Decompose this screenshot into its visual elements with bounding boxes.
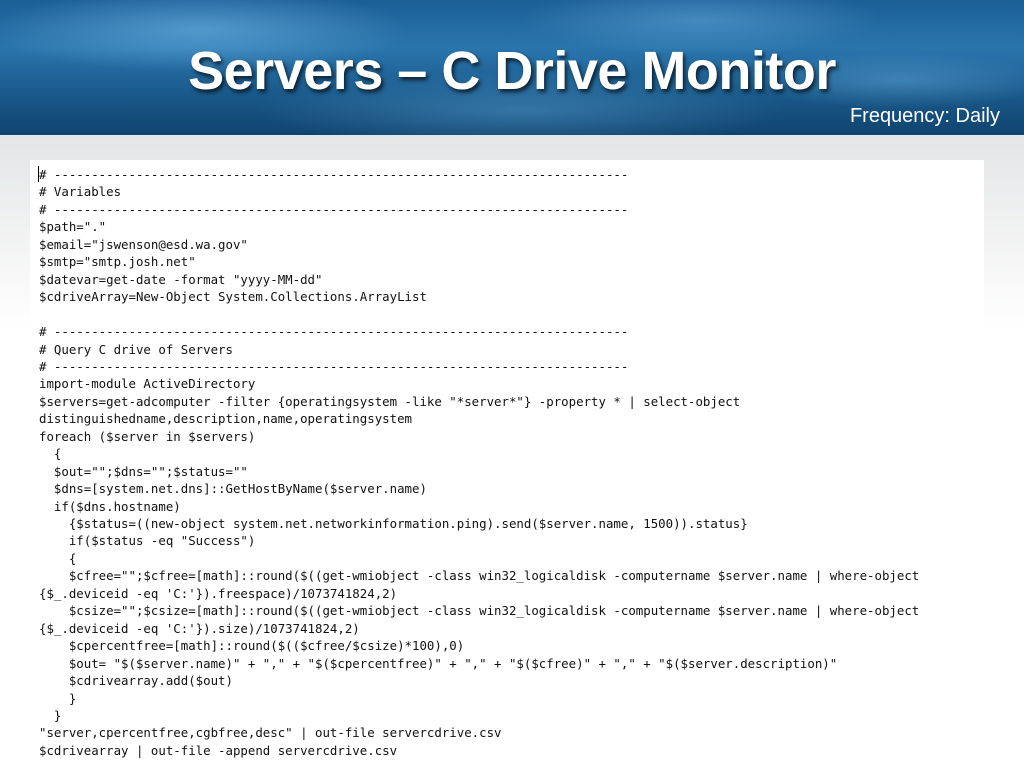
code-line: import-module ActiveDirectory [39,376,256,392]
code-line: $cdriveArray=New-Object System.Collectio… [39,289,427,305]
code-line: if($status -eq "Success") [39,533,256,549]
code-line: $out= "$($server.name)" + "," + "$($cper… [39,655,838,671]
slide-title: Servers – C Drive Monitor [188,41,836,101]
code-line: $datevar=get-date -format "yyyy-MM-dd" [39,271,323,287]
code-line: if($dns.hostname) [39,498,181,514]
code-line: {$_.deviceid -eq 'C:'}).size)/1073741824… [39,620,360,636]
code-line: $servers=get-adcomputer -filter {operati… [39,393,741,409]
code-screenshot: # --------------------------------------… [30,160,984,768]
code-line: $email="jswenson@esd.wa.gov" [39,236,248,252]
code-line: { [39,550,77,566]
text-cursor [38,166,39,182]
code-line: # --------------------------------------… [39,324,629,340]
code-line: $out="";$dns="";$status="" [39,463,248,479]
code-line: $smtp="smtp.josh.net" [39,254,196,270]
code-line: # --------------------------------------… [39,167,629,182]
code-line: $cfree="";$cfree=[math]::round($((get-wm… [39,568,920,584]
code-line: {$status=((new-object system.net.network… [39,516,748,531]
code-line: { [39,446,62,462]
code-line: $cdrivearray | out-file -append servercd… [39,742,398,758]
code-line: # Query C drive of Servers [39,341,233,357]
code-line: $path="." [39,219,107,235]
code-line: # --------------------------------------… [39,201,629,217]
code-line: } [39,690,77,706]
code-line: foreach ($server in $servers) [39,428,256,444]
code-line: $cdrivearray.add($out) [39,673,233,689]
code-line: "server,cpercentfree,cgbfree,desc" | out… [39,725,502,741]
code-line: } [39,707,62,723]
code-line: $csize="";$csize=[math]::round($((get-wm… [39,603,920,619]
code-line: $cpercentfree=[math]::round($(($cfree/$c… [39,638,465,654]
frequency-label: Frequency: Daily [849,105,1000,127]
code-line: # --------------------------------------… [39,358,629,374]
slide-header: Servers – C Drive Monitor Frequency: Dai… [0,0,1024,138]
code-line: $dns=[system.net.dns]::GetHostByName($se… [39,481,427,497]
code-line: # Variables [39,184,122,200]
code-line: distinguishedname,description,name,opera… [39,411,412,427]
code-line: {$_.deviceid -eq 'C:'}).freespace)/10737… [39,585,398,601]
